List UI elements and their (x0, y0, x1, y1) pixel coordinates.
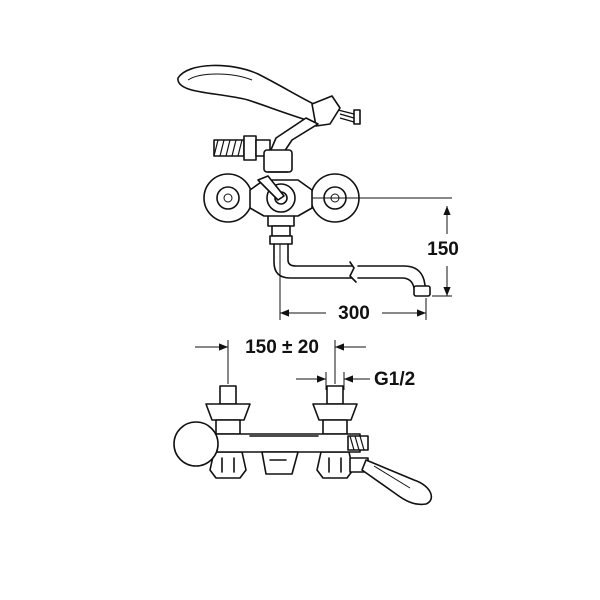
top-view (173, 340, 433, 506)
dimension-thread-label: G1/2 (374, 369, 415, 390)
handle-left-front (203, 173, 253, 223)
valve-right-top (312, 385, 358, 479)
spout-top (261, 451, 299, 475)
handset-top (173, 421, 219, 467)
diverter-body (263, 149, 293, 173)
hose-connector-left (213, 135, 271, 161)
front-view (177, 64, 452, 320)
dimension-lines-front (279, 197, 452, 320)
dimension-lines-top (195, 340, 370, 390)
shower-arm (269, 117, 319, 153)
valve-left-top (205, 385, 251, 479)
hose-connector-right (347, 435, 369, 451)
shower-handset (177, 64, 361, 127)
spout (269, 225, 431, 297)
dimension-reach-label: 300 (338, 303, 370, 324)
mixer-body (249, 175, 313, 227)
dimension-height-label: 150 (427, 239, 459, 260)
shower-holder-top (349, 457, 433, 506)
dimension-center-distance-label: 150 ± 20 (245, 337, 319, 358)
